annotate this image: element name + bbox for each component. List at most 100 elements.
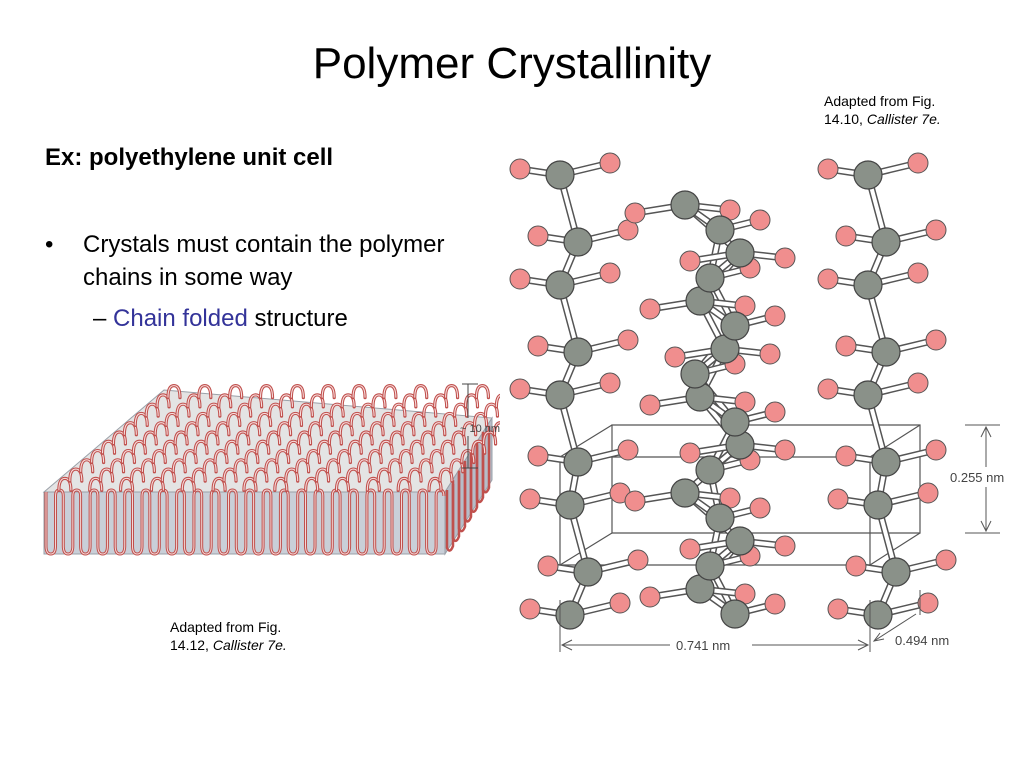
top-fold-loop-highlight [357,459,371,472]
caption-prefix: Adapted from Fig. [170,619,282,635]
top-fold-loop-highlight [483,431,497,445]
sub-bullet-text: structure [254,305,348,332]
top-fold-loop-highlight [145,403,159,417]
top-fold-loop-highlight [174,431,188,445]
top-fold-loop-highlight [156,394,170,407]
top-fold-loop-highlight [381,412,395,426]
top-fold-loop-highlight [464,394,479,407]
hydrogen-atom [624,202,646,224]
hydrogen-atom [509,158,531,180]
hydrogen-atom [925,219,947,241]
sub-bullet-item: – Chain folded structure [93,302,348,335]
top-fold-loop-highlight [69,468,83,482]
hydrogen-atom [639,298,661,320]
top-fold-loop-highlight [245,449,259,463]
carbon-atom [563,447,593,477]
hydrogen-atom [519,488,541,510]
depth-dimension-label: 0.494 nm [895,633,949,648]
top-fold-loop-highlight [212,477,226,491]
hydrogen-atom [835,225,857,247]
hydrogen-atom [935,549,957,571]
sub-bullet-accent: Chain folded [113,305,248,332]
hydrogen-atom [774,439,796,461]
top-fold-loop-highlight [243,477,257,491]
top-fold-loop-highlight [445,385,459,398]
hydrogen-atom [509,378,531,400]
top-fold-loop-highlight [316,468,330,482]
top-fold-loop-highlight [198,385,212,398]
top-fold-loop-highlight [152,449,166,463]
hydrogen-atom [925,329,947,351]
hydrogen-atom [827,488,849,510]
top-fold-loop-highlight [163,440,177,454]
height-label-bg [946,467,1022,487]
top-fold-loop-highlight [493,422,500,435]
carbon-atom [720,311,750,341]
top-fold-loop-highlight [337,449,351,463]
hydrogen-atom [907,262,929,284]
top-fold-loop-highlight [279,394,293,407]
bullet-marker: • [45,231,54,258]
top-fold-loop-highlight [341,394,355,407]
top-fold-loop-highlight [321,385,335,398]
top-fold-loop-highlight [370,422,384,435]
top-fold-loop-highlight [430,449,444,463]
hydrogen-atom [599,262,621,284]
hydrogen-atom [835,335,857,357]
caption-figure: 14.10, [824,111,863,127]
top-fold-loop-highlight [290,385,304,398]
hydrogen-atom [774,247,796,269]
hydrogen-atom [749,209,771,231]
top-fold-loop-highlight [361,403,375,417]
carbon-atom [705,503,735,533]
top-fold-loop-highlight [192,468,206,482]
top-fold-loop-highlight [408,468,422,482]
sub-bullet-marker: – [93,305,107,332]
top-fold-loop-highlight [267,431,281,445]
top-fold-loop-highlight [414,385,428,398]
top-fold-loop-highlight [412,412,426,426]
top-fold-loop-highlight [120,477,134,491]
top-fold-loop-highlight [249,394,263,407]
top-fold-loop-highlight [443,412,457,426]
hydrogen-atom [827,598,849,620]
top-fold-loop-highlight [379,440,393,454]
carbon-atom [871,227,901,257]
hydrogen-atom [679,538,701,560]
top-fold-loop-highlight [305,477,319,491]
hydrogen-atom [509,268,531,290]
side-fold-chain [481,425,491,494]
hydrogen-atom [845,555,867,577]
top-fold-loop-highlight [167,385,181,398]
top-fold-loop-highlight [132,440,146,454]
top-fold-loop-highlight [238,403,252,417]
top-fold-loop-highlight [419,459,433,472]
top-fold-loop-highlight [123,422,137,435]
carbon-atom [725,238,755,268]
top-fold-loop-highlight [207,403,221,417]
top-fold-loop-highlight [463,422,477,435]
top-fold-loop-highlight [439,468,453,482]
top-fold-loop-highlight [223,468,237,482]
top-fold-loop-highlight [410,440,424,454]
side-fold-chain [469,445,479,513]
side-fold-chain [463,454,473,523]
top-fold-loop-highlight [401,422,415,435]
hydrogen-atom [749,497,771,519]
top-fold-loop-highlight [399,449,413,463]
top-fold-loop-highlight [268,403,283,417]
top-fold-loop-highlight [110,459,125,472]
top-fold-loop-highlight [432,422,446,435]
top-fold-loop-highlight [183,449,197,463]
top-fold-loop-highlight [247,422,261,435]
hydrogen-atom [917,482,939,504]
top-fold-loop-highlight [203,459,217,472]
top-fold-loop-highlight [403,394,417,407]
front-fold-highlight [45,489,445,555]
side-fold-chain [445,484,455,552]
top-fold-loop-highlight [112,431,126,445]
carbon-atom [545,380,575,410]
hydrogen-atom [617,439,639,461]
top-fold-loop-highlight [234,459,248,472]
hydrogen-atom [639,394,661,416]
